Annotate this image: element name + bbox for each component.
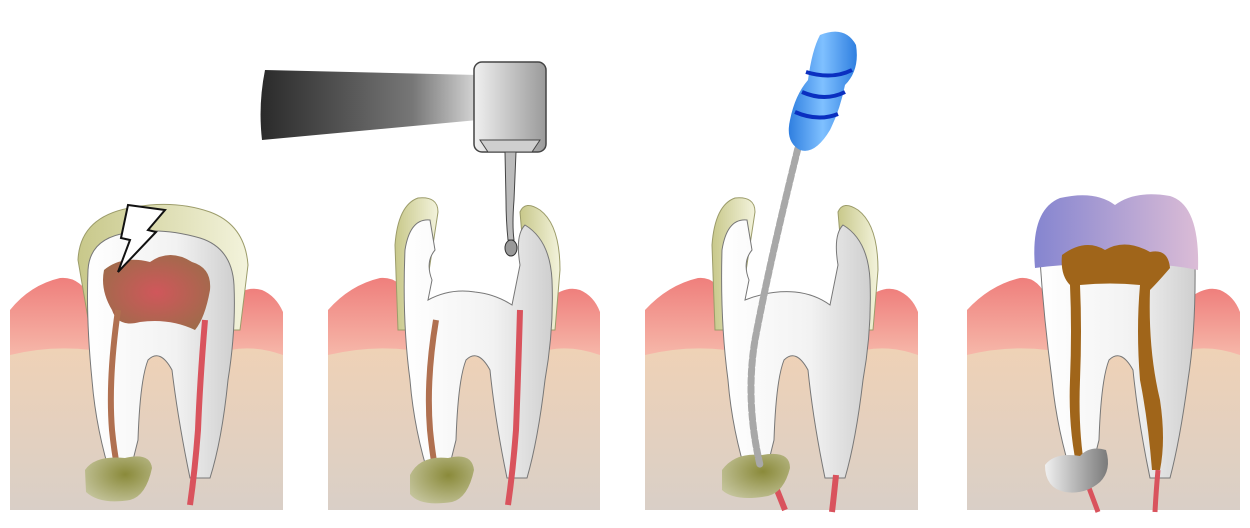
file-grip-ring bbox=[805, 68, 853, 78]
crack-icon bbox=[117, 203, 167, 273]
panel-filled-crowned bbox=[967, 194, 1240, 513]
panel-file-cleaning bbox=[645, 31, 918, 513]
dental-drill-bit bbox=[504, 151, 517, 241]
abscess bbox=[85, 456, 152, 502]
gum-tissue bbox=[865, 288, 918, 355]
file-grip-ring bbox=[794, 110, 839, 120]
gum-tissue bbox=[967, 277, 1048, 355]
dental-drill-head bbox=[473, 61, 547, 153]
nerve-canal bbox=[505, 309, 523, 506]
nerve-canal bbox=[1152, 469, 1161, 513]
gum-tissue bbox=[1187, 288, 1240, 355]
infected-pulp bbox=[103, 255, 211, 330]
dental-drill-body bbox=[260, 70, 478, 140]
drill-burr-tip bbox=[504, 239, 518, 257]
canal-filling bbox=[1061, 244, 1170, 472]
abscess bbox=[722, 453, 790, 498]
file-handle bbox=[788, 31, 857, 151]
gum-tissue bbox=[328, 277, 410, 355]
nerve-canal bbox=[187, 319, 208, 506]
nerve-canal bbox=[829, 474, 839, 513]
abscess bbox=[410, 456, 474, 504]
file-grip-ring bbox=[801, 90, 846, 99]
panel-drilling-access bbox=[260, 61, 600, 510]
file-shaft bbox=[747, 136, 804, 469]
gum-tissue bbox=[10, 277, 92, 355]
healed-abscess bbox=[1045, 448, 1108, 493]
panel-infected-tooth bbox=[10, 203, 283, 510]
dental-drill-collar bbox=[479, 139, 541, 153]
gum-tissue bbox=[548, 288, 600, 355]
gum-tissue bbox=[645, 277, 726, 355]
